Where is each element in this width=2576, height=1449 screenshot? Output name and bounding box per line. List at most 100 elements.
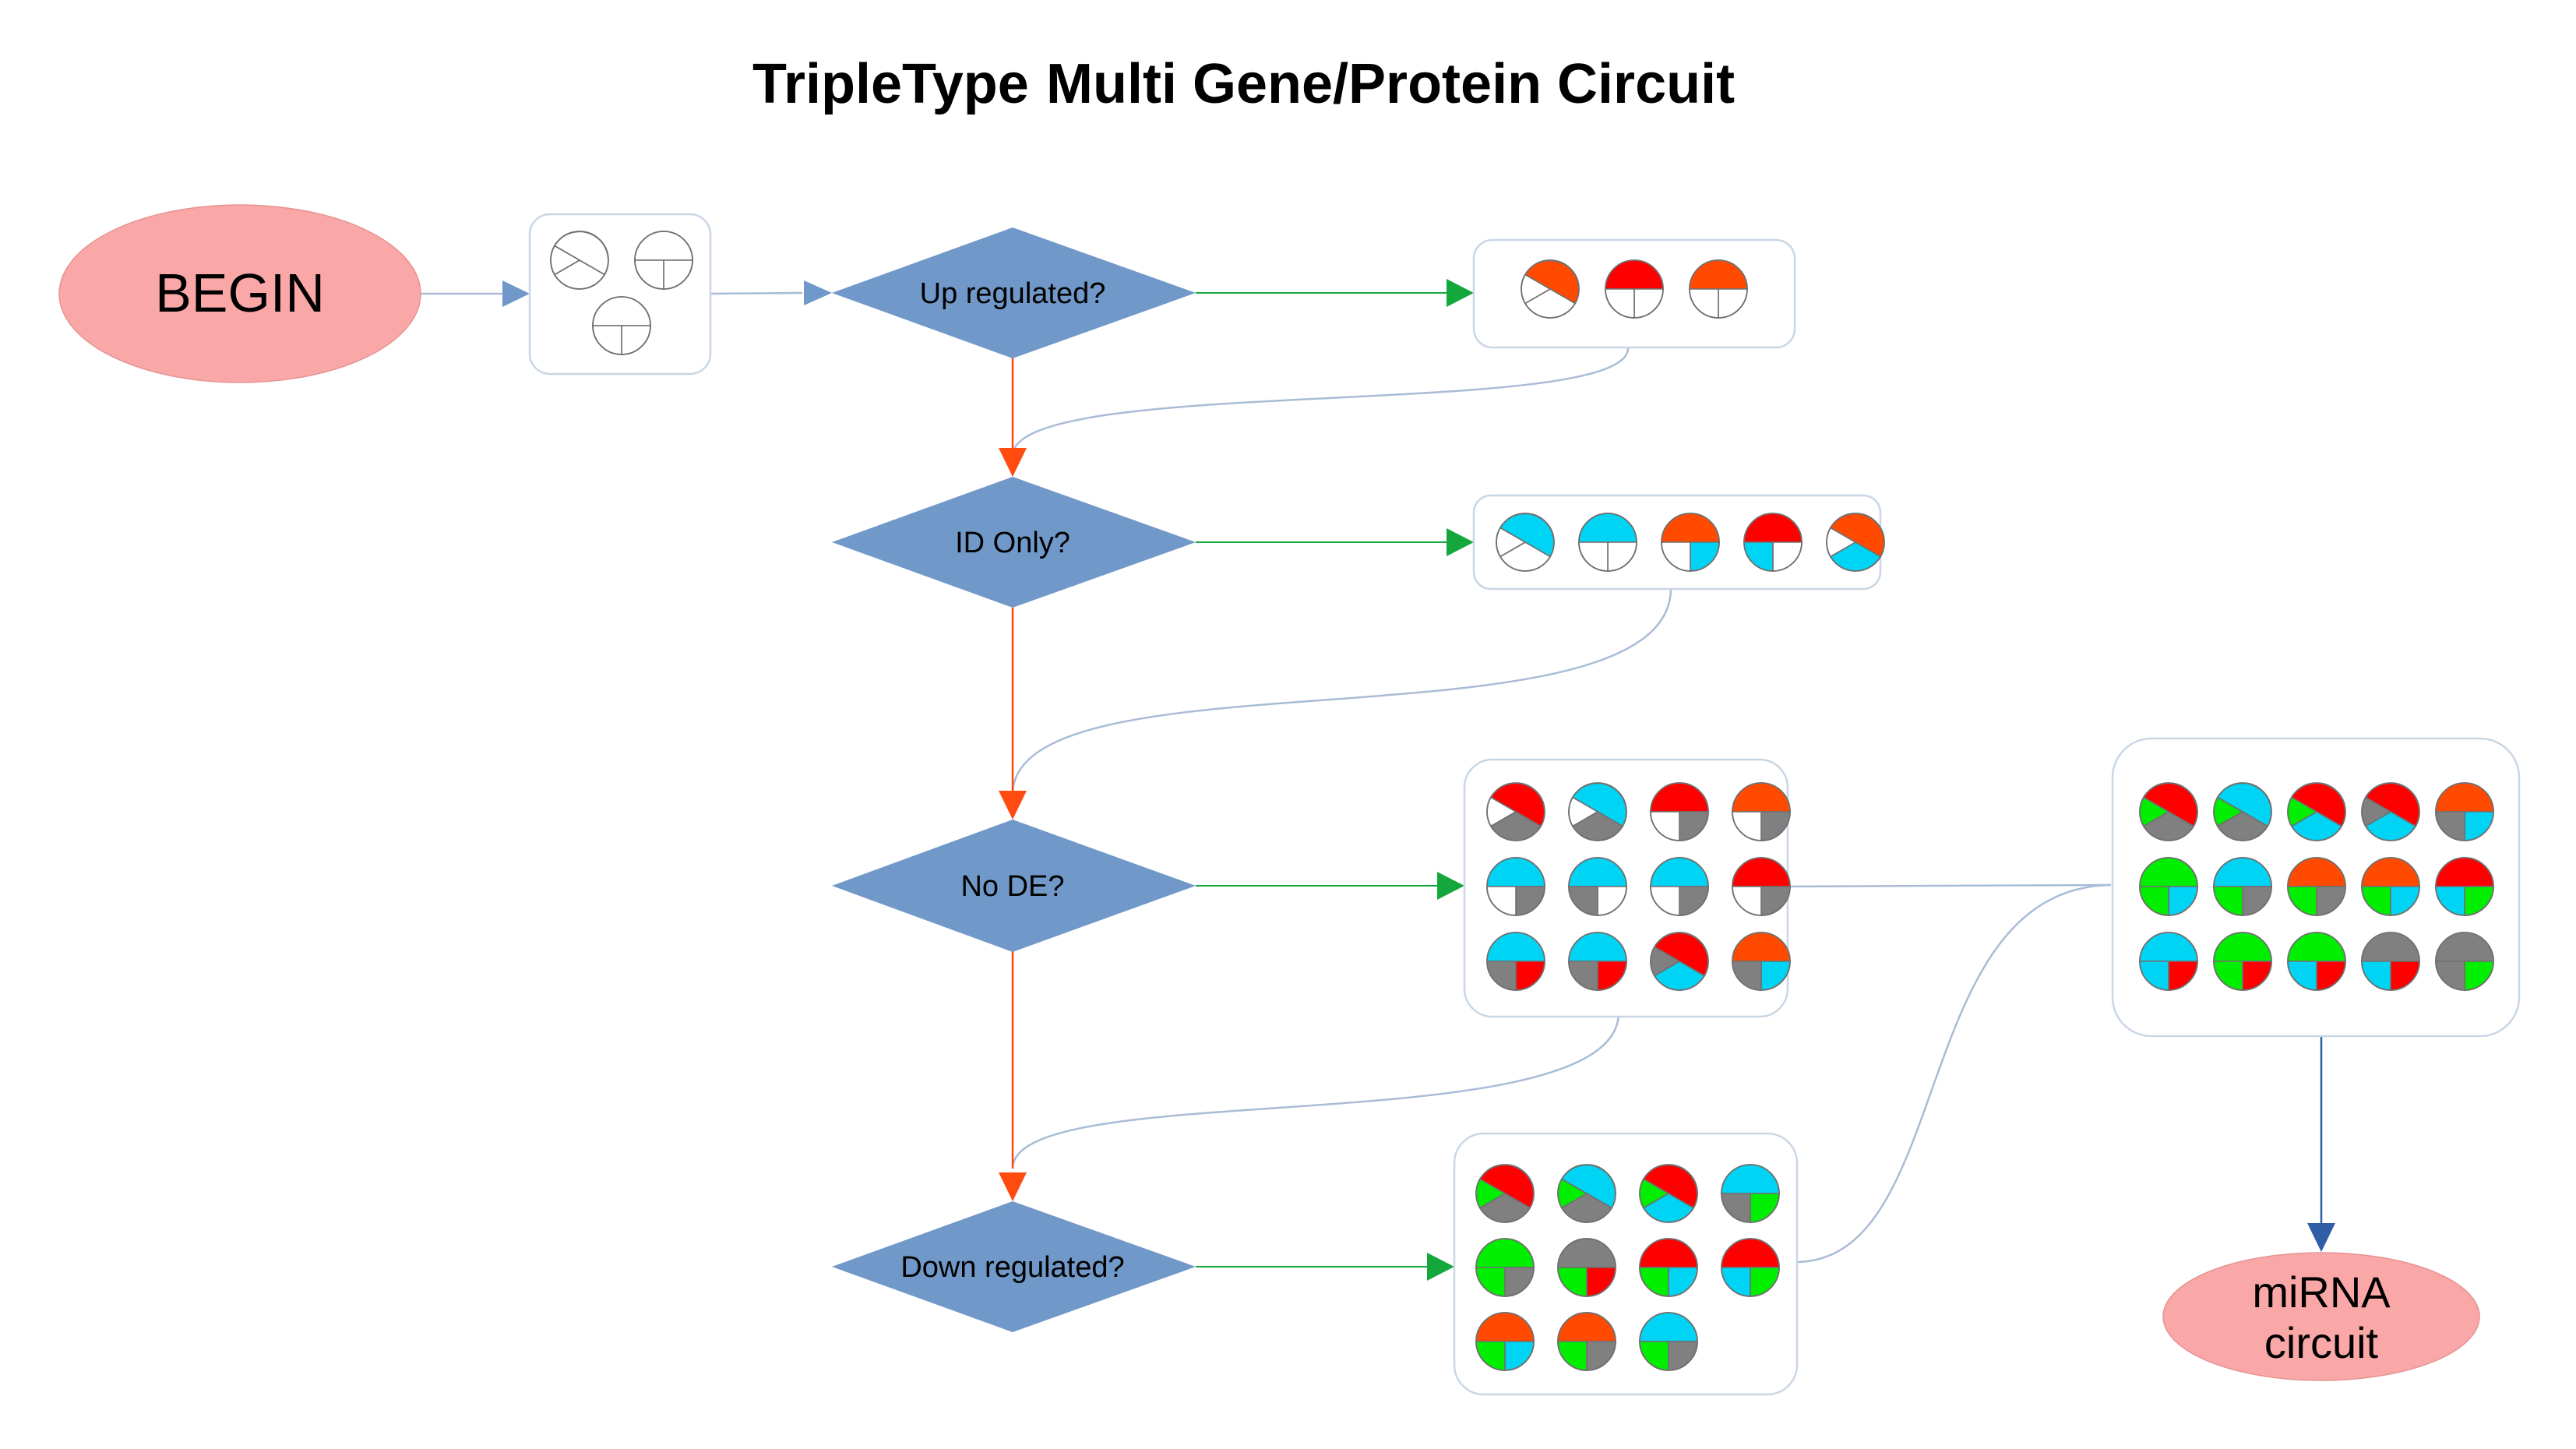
- id-only-glyph-group: [1496, 513, 1885, 572]
- arrowhead-begin: [502, 280, 530, 307]
- down-glyph-7: [1639, 1238, 1698, 1297]
- pie-outline: [2213, 932, 2272, 991]
- connector-idonly-box-back: [1011, 587, 1672, 795]
- title-part2: Multi Gene/Protein Circuit: [1046, 53, 1735, 115]
- no-de-glyph-5: [1486, 857, 1545, 916]
- pie-outline: [1732, 782, 1791, 841]
- pie-outline: [2287, 857, 2346, 916]
- pie-outline: [1650, 857, 1709, 916]
- no-de-glyph-12: [1732, 932, 1791, 991]
- pie-outline: [1475, 1164, 1535, 1223]
- pie-outline: [1475, 1312, 1535, 1371]
- down-glyph-5: [1475, 1238, 1535, 1297]
- id-only-glyph-1: [1496, 513, 1555, 572]
- pie-outline: [1568, 857, 1627, 916]
- pie-outline: [2213, 782, 2272, 841]
- pie-outline: [1605, 259, 1664, 319]
- no-de-glyph-11: [1650, 932, 1709, 991]
- combined-glyph-13: [2287, 932, 2346, 991]
- pie-outline: [2213, 857, 2272, 916]
- pie-outline: [1661, 513, 1720, 572]
- connector-start-to-up: [708, 291, 803, 295]
- pie-outline: [1732, 932, 1791, 991]
- down-glyph-1: [1475, 1164, 1535, 1223]
- pie-outline: [634, 231, 693, 290]
- no-de-glyph-group: [1486, 782, 1791, 991]
- pie-outline: [2139, 782, 2198, 841]
- pie-outline: [1475, 1238, 1535, 1297]
- pie-outline: [1650, 932, 1709, 991]
- down-glyph-2: [1557, 1164, 1616, 1223]
- down-glyph-8: [1721, 1238, 1780, 1297]
- combined-glyph-4: [2361, 782, 2420, 841]
- decision-up-label: Up regulated?: [920, 277, 1106, 310]
- arrowhead-up-yes: [1447, 279, 1474, 307]
- pie-outline: [1826, 513, 1885, 572]
- no-de-glyph-2: [1568, 782, 1627, 841]
- start-glyph-2: [634, 231, 693, 290]
- combined-glyph-5: [2435, 782, 2494, 841]
- down-glyph-10: [1557, 1312, 1616, 1371]
- pie-outline: [2287, 782, 2346, 841]
- no-de-glyph-1: [1486, 782, 1545, 841]
- decision-down-regulated: Down regulated?: [832, 1201, 1196, 1332]
- arrowhead-node-no: [999, 1172, 1027, 1201]
- down-glyph-4: [1721, 1164, 1780, 1223]
- pie-outline: [1486, 932, 1545, 991]
- title-part1: TripleType: [752, 53, 1029, 115]
- arrowhead-up-no: [999, 448, 1027, 477]
- begin-label: BEGIN: [155, 263, 325, 323]
- decision-up-regulated: Up regulated?: [832, 227, 1196, 358]
- combined-glyph-7: [2213, 857, 2272, 916]
- connector-lines: [421, 291, 2323, 1264]
- begin-node: BEGIN: [58, 204, 421, 383]
- down-glyph-3: [1639, 1164, 1698, 1223]
- down-glyph-9: [1475, 1312, 1535, 1371]
- pie-outline: [1496, 513, 1555, 572]
- pie-outline: [1721, 1164, 1780, 1223]
- decision-id-only-label: ID Only?: [955, 527, 1070, 559]
- no-de-glyph-4: [1732, 782, 1791, 841]
- no-de-glyph-9: [1486, 932, 1545, 991]
- pie-outline: [1743, 513, 1802, 572]
- combined-glyph-15: [2435, 932, 2494, 991]
- id-only-glyph-4: [1743, 513, 1802, 572]
- connector-node-to-combined: [1783, 883, 2112, 888]
- decision-no-de-label: No DE?: [960, 870, 1064, 903]
- pie-outline: [1721, 1238, 1780, 1297]
- pie-outline: [592, 296, 651, 355]
- up-glyph-2: [1605, 259, 1664, 319]
- pie-outline: [2139, 932, 2198, 991]
- id-only-glyph-3: [1661, 513, 1720, 572]
- pie-outline: [1689, 259, 1748, 319]
- arrowhead-idonly-no: [999, 791, 1027, 820]
- pie-outline: [1650, 782, 1709, 841]
- start-glyph-group: [550, 231, 693, 355]
- connector-node-box-back: [1011, 1012, 1620, 1169]
- combined-glyph-3: [2287, 782, 2346, 841]
- up-glyph-group: [1521, 259, 1748, 319]
- up-glyph-3: [1689, 259, 1748, 319]
- pie-outline: [2287, 932, 2346, 991]
- combined-glyph-1: [2139, 782, 2198, 841]
- combined-glyph-6: [2139, 857, 2198, 916]
- connector-down-to-combined: [1795, 883, 2112, 1264]
- pie-outline: [1639, 1238, 1698, 1297]
- pie-outline: [2435, 857, 2494, 916]
- decision-down-label: Down regulated?: [900, 1251, 1124, 1284]
- pie-outline: [2361, 857, 2420, 916]
- combined-glyph-14: [2361, 932, 2420, 991]
- down-glyph-box: [1453, 1132, 1799, 1396]
- pie-outline: [1578, 513, 1637, 572]
- combined-glyph-8: [2287, 857, 2346, 916]
- id-only-glyph-2: [1578, 513, 1637, 572]
- connector-up-box-back: [1011, 347, 1630, 457]
- pie-outline: [550, 231, 609, 290]
- up-glyph-1: [1521, 259, 1580, 319]
- down-glyph-6: [1557, 1238, 1616, 1297]
- pie-outline: [2361, 782, 2420, 841]
- start-glyph-1: [550, 231, 609, 290]
- pie-outline: [1486, 782, 1545, 841]
- combined-glyph-11: [2139, 932, 2198, 991]
